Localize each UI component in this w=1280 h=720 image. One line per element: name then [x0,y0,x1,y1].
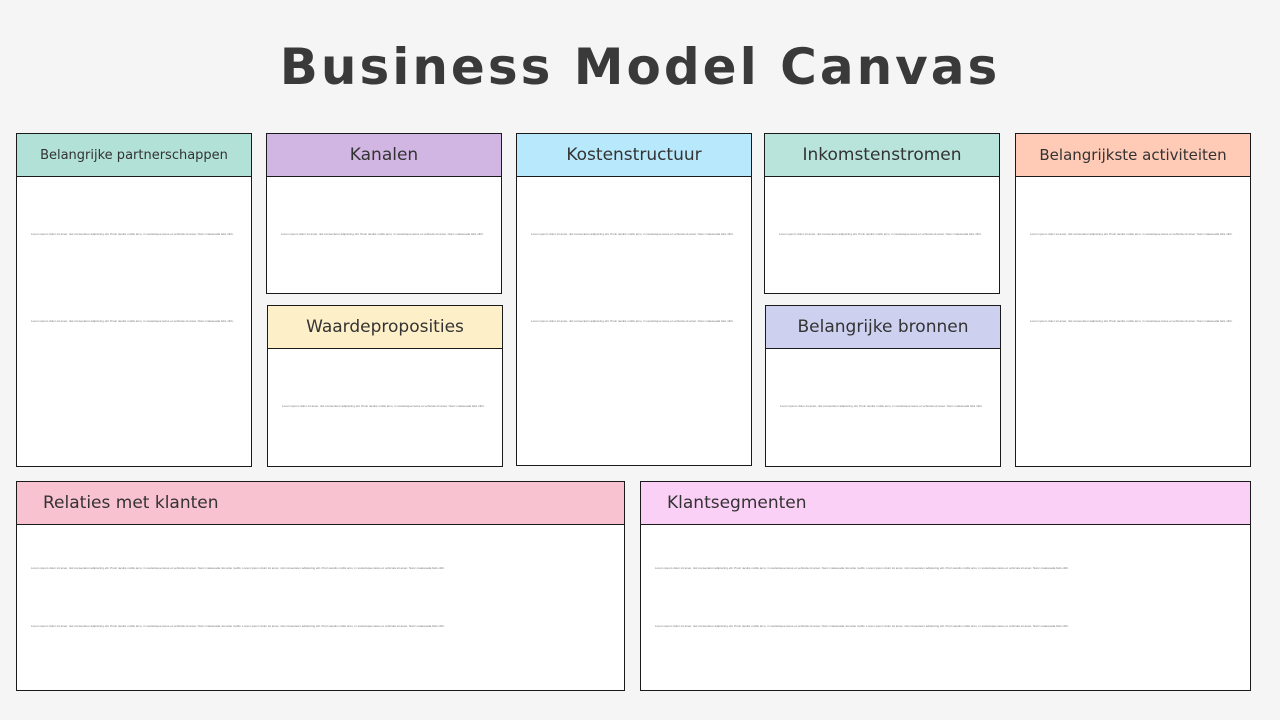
card-channels: Kanalen Lorem ipsum dolor sit amet, nisl… [266,133,502,294]
card-body-text: Lorem ipsum dolor sit amet, nisl consect… [779,232,982,236]
card-key-partners: Belangrijke partnerschappen Lorem ipsum … [16,133,252,467]
card-body-text: Lorem ipsum dolor sit amet, nisl consect… [31,566,445,570]
card-header-channels: Kanalen [266,133,502,177]
card-body-text: Lorem ipsum dolor sit amet, nisl consect… [282,404,485,408]
card-body-text: Lorem ipsum dolor sit amet, nisl consect… [31,624,445,628]
card-value-propositions: Waardeproposities Lorem ipsum dolor sit … [267,305,503,467]
card-header-revenue-streams: Inkomstenstromen [764,133,1000,177]
card-header-customer-segments: Klantsegmenten [640,481,1251,525]
card-body-text: Lorem ipsum dolor sit amet, nisl consect… [655,624,1069,628]
card-header-key-resources: Belangrijke bronnen [765,305,1001,349]
card-customer-segments: Klantsegmenten Lorem ipsum dolor sit ame… [640,481,1251,691]
card-body-text: Lorem ipsum dolor sit amet, nisl consect… [1030,232,1233,236]
card-customer-relationships: Relaties met klanten Lorem ipsum dolor s… [16,481,625,691]
card-key-resources: Belangrijke bronnen Lorem ipsum dolor si… [765,305,1001,467]
page-title: Business Model Canvas [279,38,1001,96]
card-body-text: Lorem ipsum dolor sit amet, nisl consect… [31,319,234,323]
card-header-cost-structure: Kostenstructuur [516,133,752,177]
card-header-value-propositions: Waardeproposities [267,305,503,349]
card-key-activities: Belangrijkste activiteiten Lorem ipsum d… [1015,133,1251,467]
card-header-key-partners: Belangrijke partnerschappen [16,133,252,177]
card-revenue-streams: Inkomstenstromen Lorem ipsum dolor sit a… [764,133,1000,294]
card-body-text: Lorem ipsum dolor sit amet, nisl consect… [281,232,484,236]
card-body-text: Lorem ipsum dolor sit amet, nisl consect… [655,566,1069,570]
card-body-text: Lorem ipsum dolor sit amet, nisl consect… [531,232,734,236]
card-body-text: Lorem ipsum dolor sit amet, nisl consect… [531,319,734,323]
card-header-key-activities: Belangrijkste activiteiten [1015,133,1251,177]
card-cost-structure: Kostenstructuur Lorem ipsum dolor sit am… [516,133,752,466]
card-body-text: Lorem ipsum dolor sit amet, nisl consect… [31,232,234,236]
card-body-text: Lorem ipsum dolor sit amet, nisl consect… [780,404,983,408]
card-body-text: Lorem ipsum dolor sit amet, nisl consect… [1030,319,1233,323]
card-header-customer-relationships: Relaties met klanten [16,481,625,525]
